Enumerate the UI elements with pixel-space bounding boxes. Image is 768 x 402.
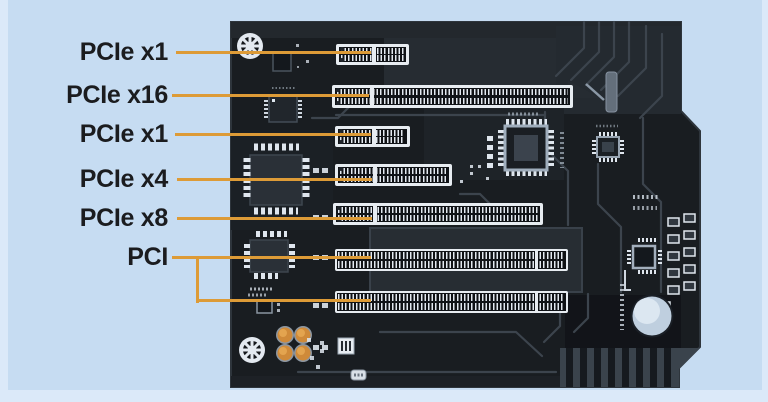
slot-mount-hole (339, 167, 343, 171)
slot-mount-hole (339, 140, 343, 144)
dip-component (307, 337, 367, 381)
slot-mount-hole (339, 179, 343, 183)
pci-slot-1 (335, 249, 568, 271)
slot-mount-hole (336, 88, 340, 92)
slot-label: PCIe x1 (79, 119, 169, 148)
slot-pin-row-bottom (338, 215, 538, 221)
slot-pin-row-top (337, 89, 568, 95)
slot-pin-row-top (338, 252, 565, 259)
slot-mount-hole (340, 47, 344, 51)
frame-strip-left (0, 0, 8, 402)
slot-mount-hole (339, 129, 343, 133)
slot-label: PCIe x1 (79, 37, 169, 66)
capacitor (294, 344, 312, 362)
slot-key-notch (370, 87, 374, 106)
slot-pin-row-top (338, 207, 538, 213)
slot-label: PCIe x16 (66, 80, 168, 109)
slot-pin-row-bottom (338, 303, 565, 310)
slot-pin-row-bottom (338, 261, 565, 268)
slot-label: PCI (127, 242, 168, 271)
slot-pin-row-bottom (340, 176, 447, 182)
slot-mount-hole (340, 58, 344, 62)
slot-key-notch (372, 128, 376, 145)
slot-label: PCIe x4 (79, 164, 169, 193)
fan-icon-bottom (239, 337, 265, 363)
cmos-battery (630, 294, 674, 338)
frame-strip-right (762, 0, 768, 402)
slot-key-notch (535, 250, 538, 270)
slot-pin-row-top (340, 168, 447, 174)
capacitor (276, 326, 294, 344)
slot-key-notch (373, 205, 377, 223)
resistor-banks (667, 213, 696, 295)
pcie-x1-slot-1 (336, 44, 409, 65)
slot-pin-row-top (338, 294, 565, 301)
slot-mount-hole (337, 218, 341, 222)
pcie-x1-slot-2 (335, 126, 410, 147)
slot-mount-hole (337, 206, 341, 210)
qfp-chip-main (460, 112, 564, 183)
frame-strip-bottom (0, 390, 768, 402)
qfp-chip-right-small (592, 124, 624, 162)
slot-key-notch (535, 292, 538, 312)
pci-slot-2 (335, 291, 568, 313)
slot-key-notch (372, 46, 376, 63)
slot-mount-hole (336, 101, 340, 105)
slot-label: PCIe x8 (79, 203, 169, 232)
capacitor (276, 344, 294, 362)
slot-pin-row-bottom (337, 98, 568, 104)
pcb-edge-band (560, 348, 700, 387)
pcb-traces (296, 20, 664, 374)
pcie-x8-slot (333, 203, 543, 225)
slot-key-notch (373, 166, 377, 184)
tiny-ic-cluster (248, 287, 280, 314)
standoff-component (568, 71, 618, 113)
qfp-chip-small-top (264, 87, 302, 123)
